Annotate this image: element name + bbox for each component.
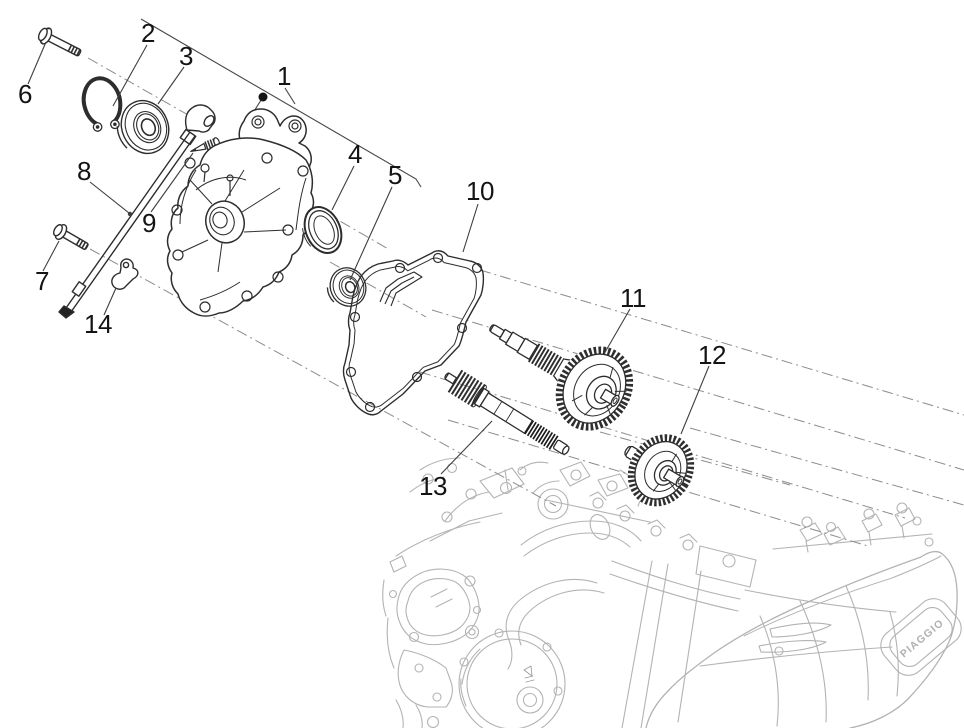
part-label-6: 6 xyxy=(18,79,32,109)
part-intermediate-gear xyxy=(624,434,695,507)
part-label-8: 8 xyxy=(77,156,91,186)
assembly-reference-dot xyxy=(258,92,268,102)
part-label-9: 9 xyxy=(142,208,156,238)
part-label-4: 4 xyxy=(348,139,362,169)
part-label-1: 1 xyxy=(277,61,291,91)
engine-crankcase-cover xyxy=(458,628,566,728)
part-circlip xyxy=(81,76,123,132)
part-ball-bearing-large xyxy=(116,99,170,155)
part-transmission-cover xyxy=(166,108,315,317)
part-ball-bearing-small xyxy=(326,267,367,307)
part-label-11: 11 xyxy=(620,283,647,313)
engine-assembly-drawing: PIAGGIO xyxy=(382,457,962,728)
part-driven-gear-shaft xyxy=(489,324,634,431)
part-label-13: 13 xyxy=(419,471,447,501)
part-label-12: 12 xyxy=(698,340,726,370)
part-label-7: 7 xyxy=(35,266,49,296)
part-label-10: 10 xyxy=(466,176,494,206)
part-label-2: 2 xyxy=(141,18,155,48)
part-label-14: 14 xyxy=(84,309,112,339)
part-label-3: 3 xyxy=(179,41,193,71)
part-flanged-bolt-long xyxy=(37,27,82,57)
leader-lines xyxy=(27,41,710,475)
part-oil-dipstick-rod xyxy=(58,104,216,319)
part-oil-seal xyxy=(301,206,343,254)
engine-cvt-cover xyxy=(645,550,958,728)
part-flanged-bolt-short xyxy=(53,224,89,251)
part-cover-gasket xyxy=(342,250,485,416)
part-retaining-clip xyxy=(111,258,139,290)
part-label-5: 5 xyxy=(388,160,402,190)
leader-8-dot xyxy=(127,211,133,217)
part-breather-screw xyxy=(190,137,221,153)
part-drive-pinion-shaft xyxy=(444,369,570,455)
engine-valve-cover xyxy=(396,568,482,646)
